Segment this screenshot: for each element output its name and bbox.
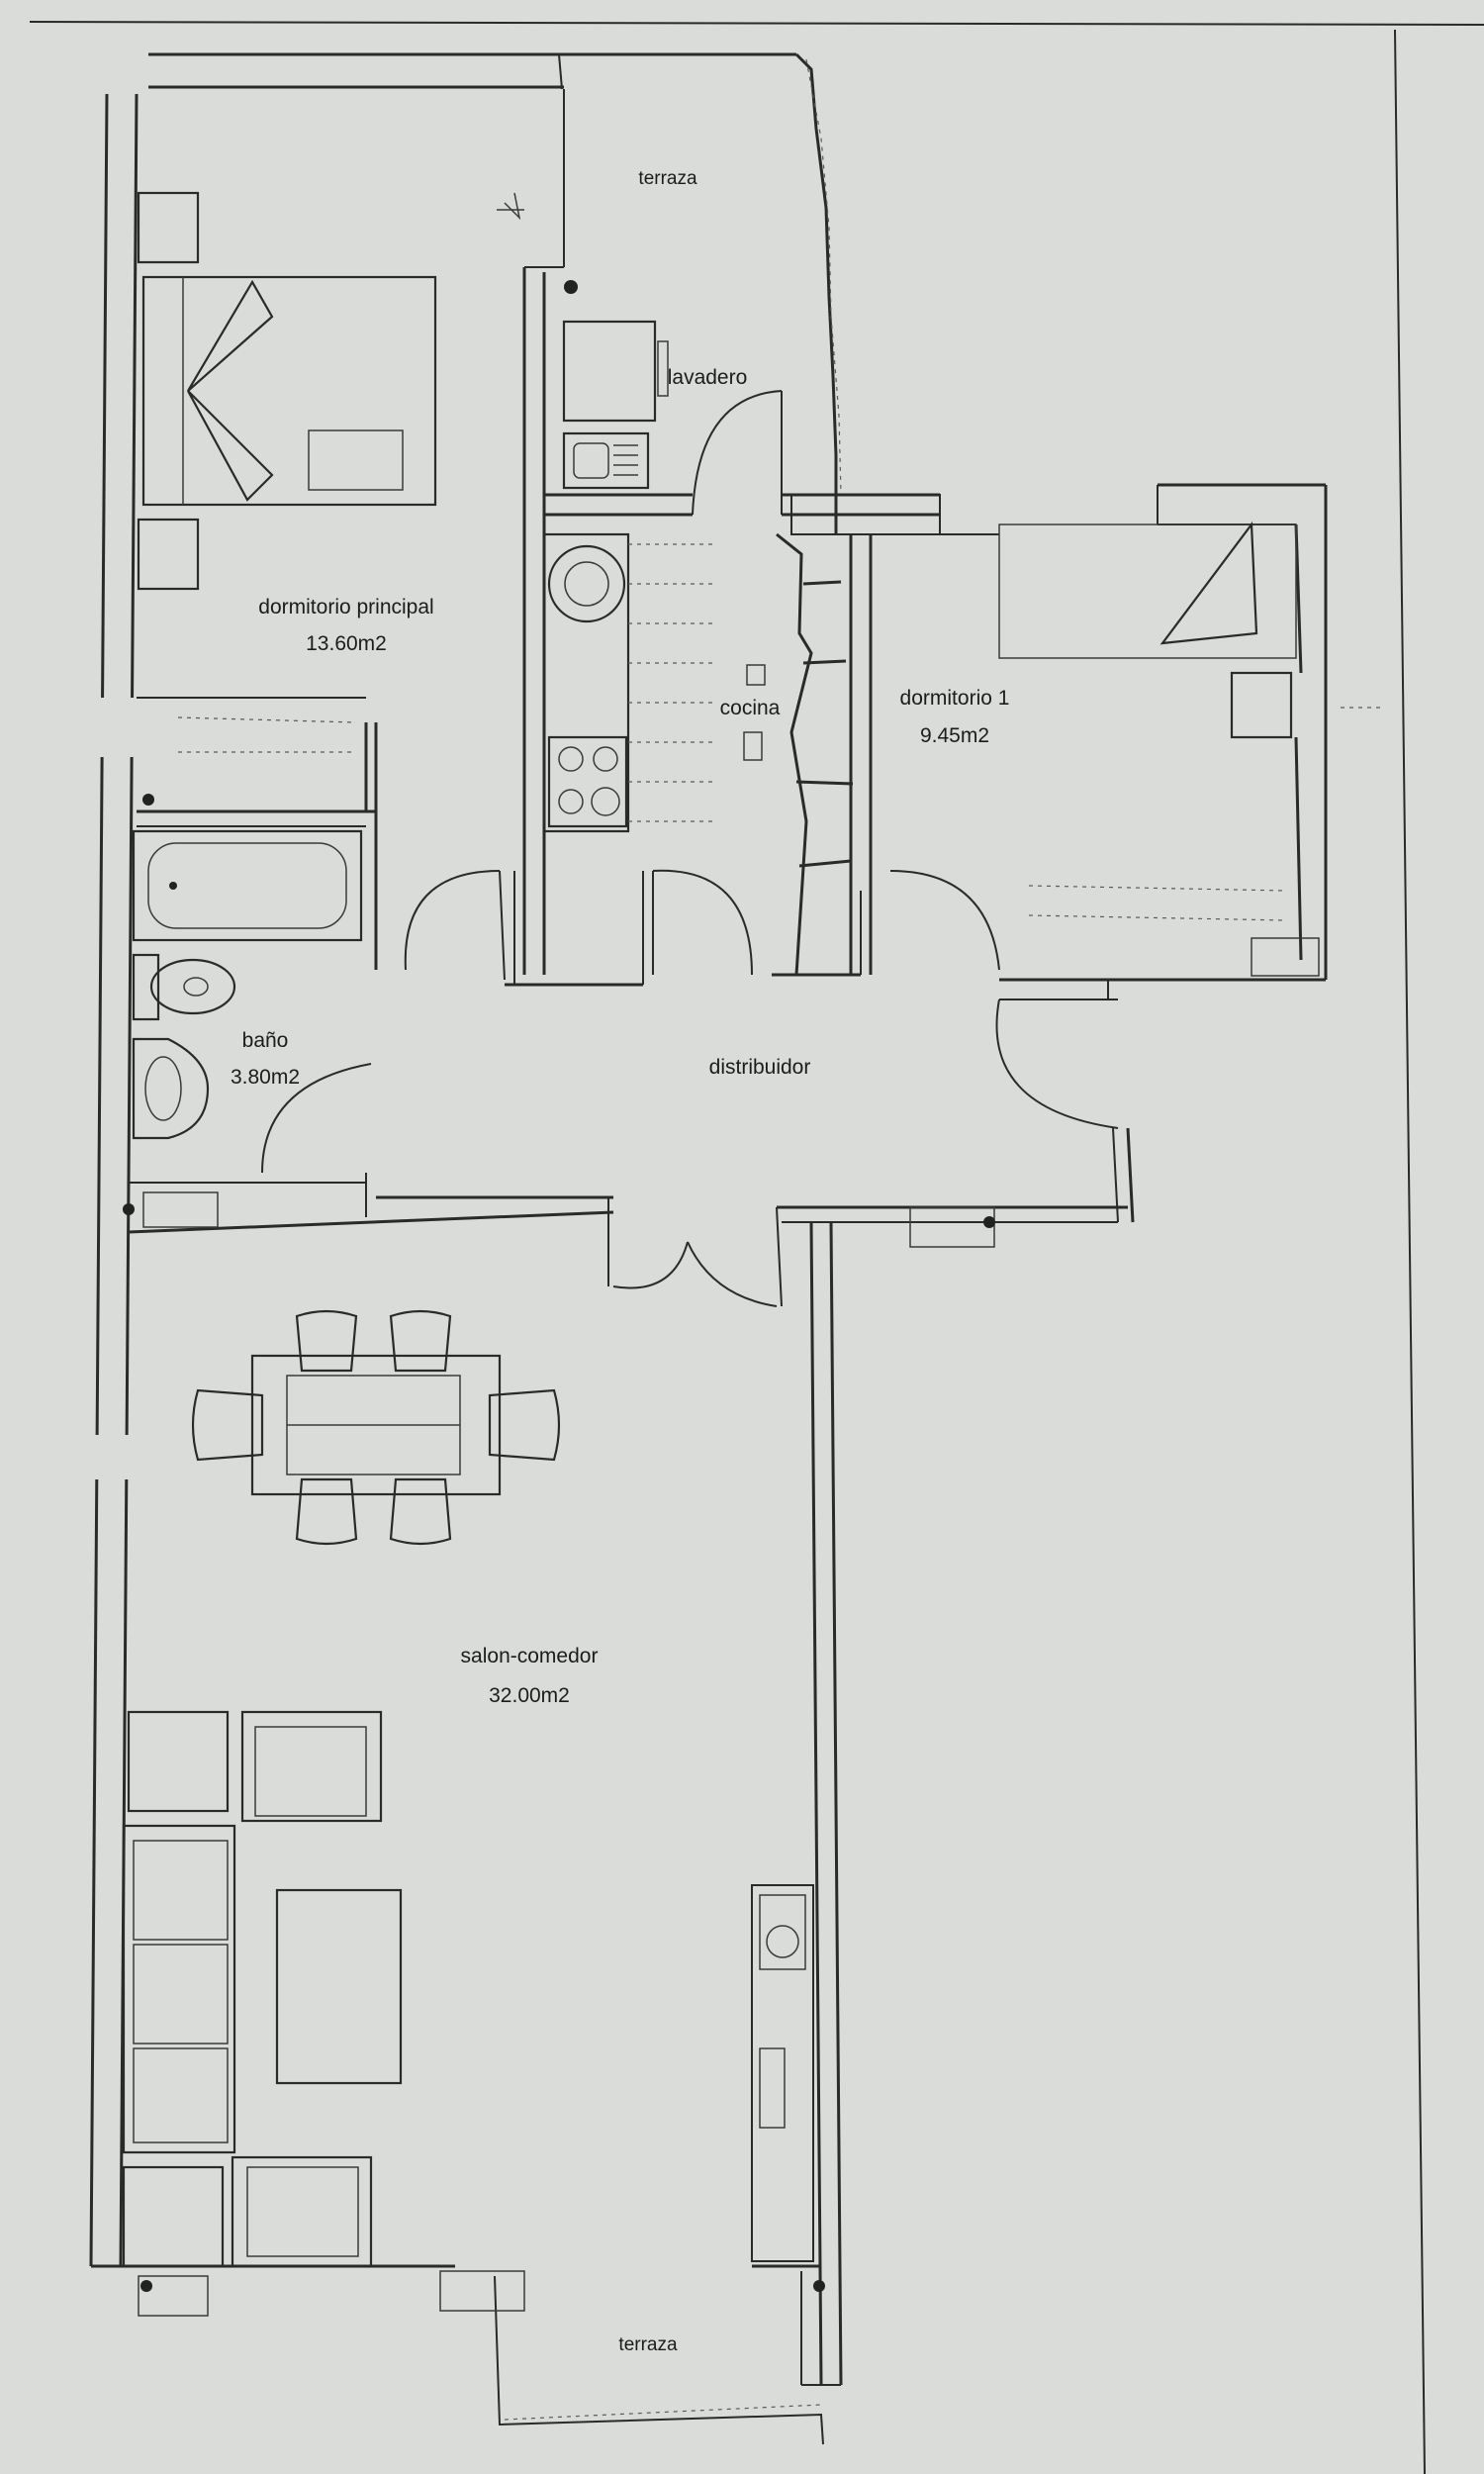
kitchen-appliance	[746, 664, 766, 686]
room-label-terraza-bottom: terraza	[618, 2334, 678, 2355]
washbasin-icon	[132, 1037, 210, 1140]
room-label-dormitorio-1: dormitorio 1	[900, 687, 1010, 710]
double-bed-icon	[137, 191, 437, 591]
room-label-bano: baño	[242, 1029, 289, 1052]
kitchen-counter	[542, 532, 712, 833]
room-area-salon-comedor: 32.00m2	[489, 1684, 570, 1707]
room-label-distribuidor: distribuidor	[709, 1056, 811, 1079]
dining-table-icon	[191, 1309, 561, 1546]
room-label-salon-comedor: salon-comedor	[461, 1645, 599, 1667]
room-area-dormitorio-principal: 13.60m2	[306, 632, 387, 655]
sheet-border	[29, 21, 1484, 2474]
door-bano	[261, 1063, 372, 1174]
door-distribuidor-right	[995, 999, 1119, 1129]
door-dormitorio-principal	[404, 870, 501, 971]
toilet-icon	[132, 953, 236, 1021]
room-label-terraza-top: terraza	[638, 168, 697, 189]
left-window-gap	[94, 1435, 134, 1479]
wardrobe-line-4	[1028, 914, 1287, 921]
room-label-cocina: cocina	[720, 697, 781, 719]
closet-box	[1251, 937, 1320, 977]
room-area-bano: 3.80m2	[231, 1066, 300, 1089]
wardrobe-line-3	[1028, 885, 1287, 892]
misc-fixtures	[123, 192, 995, 2317]
left-window-gap-2	[99, 698, 139, 757]
door-cocina	[652, 869, 753, 976]
room-area-dormitorio-1: 9.45m2	[920, 724, 989, 747]
kitchen-appliance-2	[743, 731, 763, 761]
cooktop-icon	[547, 735, 628, 828]
walls	[89, 52, 1385, 2445]
wardrobe-line	[177, 716, 357, 723]
washing-machine-icon	[562, 320, 669, 490]
room-labels: terraza lavadero dormitorio principal 13…	[231, 168, 1009, 2355]
room-label-dormitorio-principal: dormitorio principal	[258, 596, 433, 618]
door-salon-left	[612, 1241, 689, 1289]
doors	[261, 390, 1119, 1307]
door-dormitorio-1	[889, 870, 1000, 971]
room-label-lavadero: lavadero	[668, 366, 748, 389]
single-bed-icon	[998, 521, 1297, 739]
bathtub-icon	[132, 829, 363, 942]
sofa-icon	[122, 1710, 403, 2268]
door-salon-right	[687, 1241, 778, 1307]
